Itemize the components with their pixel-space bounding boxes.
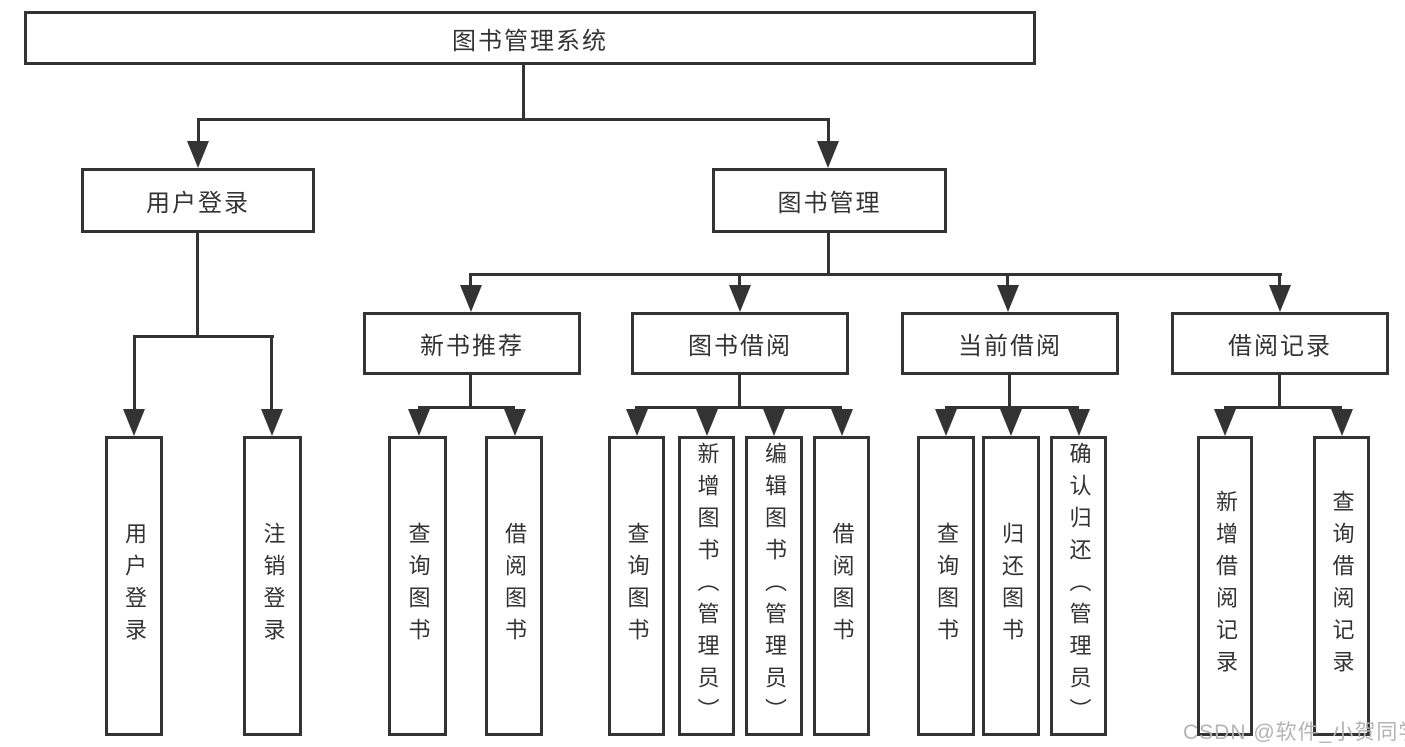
arrow-down-icon bbox=[729, 285, 751, 312]
arrow-down-icon bbox=[696, 409, 718, 436]
leaf-user-login: 用户登录 bbox=[105, 436, 163, 736]
arrow-down-icon bbox=[123, 409, 145, 436]
connector-user-login-stub bbox=[196, 233, 199, 335]
leaf-label: 查询借阅记录 bbox=[1329, 490, 1355, 682]
leaf-label: 查询图书 bbox=[934, 522, 959, 650]
leaf-label: 借阅图书 bbox=[829, 522, 855, 650]
connector-group-c-stub bbox=[1008, 375, 1011, 406]
arrow-down-icon bbox=[935, 409, 957, 436]
leaf-label: 新增图书（管理员） bbox=[694, 442, 720, 730]
arrow-down-icon bbox=[1214, 409, 1236, 436]
connector-group-b-stub bbox=[738, 375, 741, 406]
connector-group-a-rail bbox=[418, 406, 515, 409]
leaf-borrow-books-borrowing: 借阅图书 bbox=[813, 436, 870, 736]
leaf-return-books: 归还图书 bbox=[982, 436, 1040, 736]
leaf-label: 新增借阅记录 bbox=[1213, 490, 1238, 682]
arrow-down-icon bbox=[187, 141, 209, 168]
leaf-edit-book-admin: 编辑图书（管理员） bbox=[745, 436, 803, 736]
leaf-confirm-return-admin: 确认归还（管理员） bbox=[1050, 436, 1107, 736]
arrow-down-icon bbox=[1000, 409, 1022, 436]
arrow-down-icon bbox=[817, 141, 839, 168]
leaf-label: 确认归还（管理员） bbox=[1066, 442, 1092, 730]
connector-group-d-rail bbox=[1224, 406, 1342, 409]
leaf-label: 注销登录 bbox=[260, 522, 286, 650]
leaf-query-books-borrowing: 查询图书 bbox=[608, 436, 665, 736]
connector-level3-rail bbox=[469, 273, 1282, 276]
connector-shaft-user-login bbox=[197, 118, 200, 144]
connector-book-management-stub bbox=[827, 233, 830, 273]
node-current-borrowing: 当前借阅 bbox=[901, 312, 1119, 375]
leaf-label: 归还图书 bbox=[999, 522, 1024, 650]
arrow-down-icon bbox=[460, 285, 482, 312]
node-borrowing-records: 借阅记录 bbox=[1171, 312, 1389, 375]
node-book-management: 图书管理 bbox=[712, 168, 947, 233]
connector-shaft-book-management bbox=[827, 118, 830, 144]
connector-shaft-leaf-logout bbox=[270, 335, 273, 409]
arrow-down-icon bbox=[504, 409, 526, 436]
connector-group-c-rail bbox=[945, 406, 1079, 409]
connector-group-a-stub bbox=[469, 375, 472, 406]
connector-shaft-borrowing-records bbox=[1278, 273, 1281, 287]
leaf-query-books-current: 查询图书 bbox=[917, 436, 975, 736]
connector-root-stub bbox=[522, 65, 525, 118]
leaf-borrow-books-recommend: 借阅图书 bbox=[485, 436, 543, 736]
arrow-down-icon bbox=[1269, 285, 1291, 312]
leaf-label: 查询图书 bbox=[405, 522, 431, 650]
leaf-label: 查询图书 bbox=[624, 522, 650, 650]
arrow-down-icon bbox=[626, 409, 648, 436]
leaf-label: 编辑图书（管理员） bbox=[762, 442, 787, 730]
connector-shaft-leaf-user-login bbox=[133, 335, 136, 409]
connector-user-login-rail bbox=[133, 335, 274, 338]
arrow-down-icon bbox=[763, 409, 785, 436]
connector-shaft-new-book bbox=[469, 273, 472, 287]
arrow-down-icon bbox=[408, 409, 430, 436]
arrow-down-icon bbox=[1331, 409, 1353, 436]
leaf-label: 用户登录 bbox=[122, 522, 147, 650]
arrow-down-icon bbox=[997, 285, 1019, 312]
leaf-add-borrow-record: 新增借阅记录 bbox=[1197, 436, 1253, 736]
leaf-query-borrow-record: 查询借阅记录 bbox=[1313, 436, 1370, 736]
connector-shaft-book-borrowing bbox=[738, 273, 741, 287]
arrow-down-icon bbox=[1068, 409, 1090, 436]
arrow-down-icon bbox=[831, 409, 853, 436]
watermark-text: CSDN @软件_小贺同学 bbox=[1183, 721, 1405, 744]
node-library-management-system: 图书管理系统 bbox=[24, 11, 1036, 65]
leaf-label: 借阅图书 bbox=[502, 522, 527, 650]
connector-group-d-stub bbox=[1278, 375, 1281, 406]
arrow-down-icon bbox=[261, 409, 283, 436]
node-new-book-recommendation: 新书推荐 bbox=[363, 312, 581, 375]
leaf-query-books-recommend: 查询图书 bbox=[388, 436, 447, 736]
leaf-logout-login: 注销登录 bbox=[243, 436, 302, 736]
node-book-borrowing: 图书借阅 bbox=[631, 312, 849, 375]
connector-shaft-current-borrowing bbox=[1006, 273, 1009, 287]
node-user-login: 用户登录 bbox=[81, 168, 315, 233]
leaf-add-book-admin: 新增图书（管理员） bbox=[678, 436, 735, 736]
connector-group-b-rail bbox=[635, 406, 842, 409]
connector-level2-rail bbox=[197, 118, 830, 121]
